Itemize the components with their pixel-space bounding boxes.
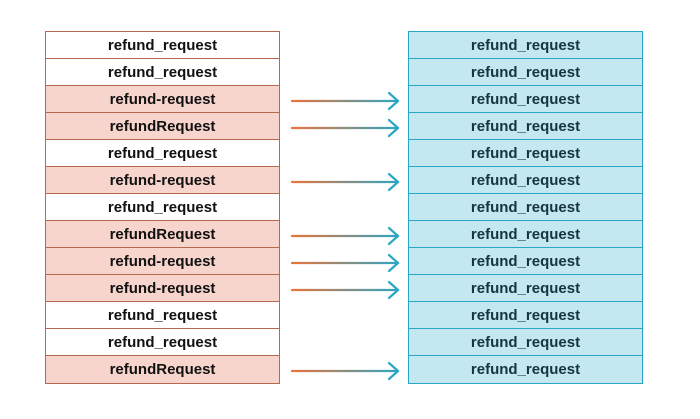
source-label-text: refund-request — [109, 90, 216, 108]
normalized-label-row: refund_request — [409, 275, 642, 302]
normalized-label-row: refund_request — [409, 32, 642, 59]
source-label-text: refund-request — [109, 171, 216, 189]
normalized-label-row: refund_request — [409, 221, 642, 248]
normalized-label-text: refund_request — [470, 63, 581, 81]
normalized-label-text: refund_request — [470, 171, 581, 189]
arrow-head-icon — [387, 118, 400, 138]
source-label-text: refund_request — [107, 198, 218, 216]
source-label-row: refundRequest — [46, 356, 279, 383]
source-label-row: refund_request — [46, 140, 279, 167]
normalized-label-row: refund_request — [409, 113, 642, 140]
source-label-row: refund-request — [46, 167, 279, 194]
normalized-label-text: refund_request — [470, 306, 581, 324]
mapping-arrow — [290, 280, 400, 300]
mapping-arrow — [290, 226, 400, 246]
source-label-text: refund_request — [107, 36, 218, 54]
mapping-arrow — [290, 361, 400, 381]
source-label-row: refundRequest — [46, 221, 279, 248]
normalized-label-text: refund_request — [470, 144, 581, 162]
source-label-row: refund-request — [46, 86, 279, 113]
normalized-label-row: refund_request — [409, 329, 642, 356]
source-label-row: refund_request — [46, 302, 279, 329]
normalized-label-row: refund_request — [409, 59, 642, 86]
arrow-head-icon — [387, 280, 400, 300]
source-label-row: refund_request — [46, 59, 279, 86]
normalized-label-text: refund_request — [470, 279, 581, 297]
arrow-head-icon — [387, 91, 400, 111]
normalized-label-row: refund_request — [409, 194, 642, 221]
mapping-arrow — [290, 118, 400, 138]
mapping-arrow — [290, 172, 400, 192]
normalized-label-row: refund_request — [409, 167, 642, 194]
source-label-text: refund_request — [107, 333, 218, 351]
source-label-row: refund_request — [46, 329, 279, 356]
source-label-text: refundRequest — [109, 361, 216, 378]
normalized-label-column: refund_request refund_request refund_req… — [408, 31, 643, 384]
source-label-text: refund_request — [107, 63, 218, 81]
source-label-text: refund-request — [109, 279, 216, 297]
source-label-row: refund-request — [46, 248, 279, 275]
mapping-arrow — [290, 91, 400, 111]
normalized-label-text: refund_request — [470, 36, 581, 54]
normalized-label-text: refund_request — [470, 198, 581, 216]
source-label-text: refundRequest — [109, 225, 216, 243]
normalized-label-text: refund_request — [470, 225, 581, 243]
arrow-head-icon — [387, 361, 400, 381]
source-label-text: refund_request — [107, 144, 218, 162]
source-label-column: refund_request refund_request refund-req… — [45, 31, 280, 384]
source-label-row: refundRequest — [46, 113, 279, 140]
source-label-text: refund-request — [109, 252, 216, 270]
normalized-label-text: refund_request — [470, 361, 581, 378]
source-label-row: refund-request — [46, 275, 279, 302]
normalized-label-row: refund_request — [409, 86, 642, 113]
mapping-arrow — [290, 253, 400, 273]
normalized-label-text: refund_request — [470, 333, 581, 351]
arrow-head-icon — [387, 172, 400, 192]
source-label-text: refund_request — [107, 306, 218, 324]
arrow-head-icon — [387, 253, 400, 273]
normalized-label-text: refund_request — [470, 117, 581, 135]
normalized-label-row: refund_request — [409, 356, 642, 383]
arrow-head-icon — [387, 226, 400, 246]
normalized-label-text: refund_request — [470, 90, 581, 108]
source-label-row: refund_request — [46, 194, 279, 221]
normalized-label-row: refund_request — [409, 140, 642, 167]
source-label-row: refund_request — [46, 32, 279, 59]
normalized-label-row: refund_request — [409, 248, 642, 275]
normalized-label-text: refund_request — [470, 252, 581, 270]
normalized-label-row: refund_request — [409, 302, 642, 329]
source-label-text: refundRequest — [109, 117, 216, 135]
